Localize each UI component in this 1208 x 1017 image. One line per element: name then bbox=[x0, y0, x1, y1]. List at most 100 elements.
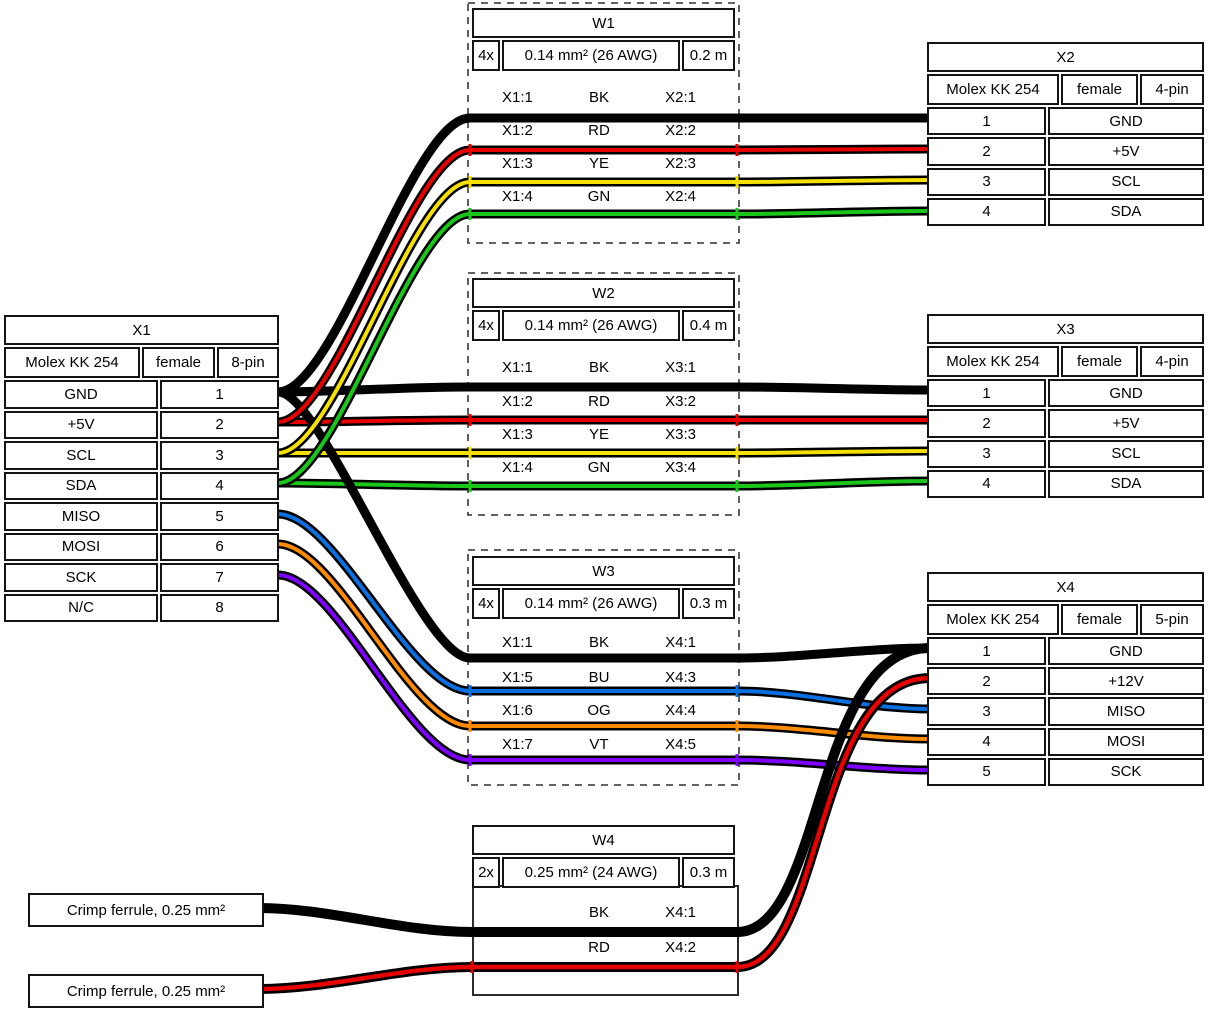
wire-from: X1:2 bbox=[502, 121, 533, 139]
wire-to: X2:1 bbox=[665, 88, 697, 106]
cable-w2-bounds bbox=[467, 272, 740, 516]
cable-length: 0.2 m bbox=[682, 40, 735, 71]
wire-color-code: RD bbox=[588, 392, 610, 410]
connector-title: X4 bbox=[927, 572, 1204, 602]
pin-number: 6 bbox=[160, 532, 279, 561]
pin-name: MOSI bbox=[1048, 727, 1204, 756]
wire-w2-ye bbox=[278, 446, 931, 458]
pin-name: MISO bbox=[1048, 697, 1204, 726]
connector-x1-table: X1 Molex KK 254 female 8-pin GND 1 +5V 2… bbox=[4, 315, 279, 622]
wire-color-code: GN bbox=[587, 187, 611, 205]
cable-length: 0.3 m bbox=[682, 588, 735, 619]
pin-name: GND bbox=[4, 380, 158, 409]
wire-to: X3:4 bbox=[665, 458, 697, 476]
pin-name: +12V bbox=[1048, 667, 1204, 696]
wire-label-row: X1:3 YE X2:3 bbox=[502, 152, 696, 174]
cable-title: W4 bbox=[472, 825, 735, 855]
pin-number: 1 bbox=[927, 107, 1046, 136]
wire-label-row: X1:2 RD X3:2 bbox=[502, 390, 696, 412]
cable-w1-table: W1 4x 0.14 mm² (26 AWG) 0.2 m bbox=[472, 8, 735, 71]
pin-name: GND bbox=[1048, 637, 1204, 666]
cable-gauge: 0.14 mm² (26 AWG) bbox=[502, 310, 680, 341]
connector-gender: female bbox=[142, 347, 215, 378]
connector-pincount: 8-pin bbox=[217, 347, 279, 378]
pin-number: 4 bbox=[927, 727, 1046, 756]
wire-w1-bk bbox=[277, 113, 930, 397]
connector-pincount: 4-pin bbox=[1140, 346, 1204, 377]
connector-type: Molex KK 254 bbox=[927, 74, 1059, 105]
wire-color-code: OG bbox=[587, 701, 611, 719]
pin-name: SDA bbox=[4, 471, 158, 500]
wire-from: X1:3 bbox=[502, 154, 533, 172]
cable-gauge: 0.14 mm² (26 AWG) bbox=[502, 588, 680, 619]
wire-label-row: X1:2 RD X2:2 bbox=[502, 119, 696, 141]
wire-to: X3:1 bbox=[665, 358, 697, 376]
pin-name: SDA bbox=[1048, 197, 1204, 226]
pin-name: SCK bbox=[4, 563, 158, 592]
wire-to: X4:3 bbox=[665, 668, 697, 686]
connector-gender: female bbox=[1061, 74, 1138, 105]
pin-name: SCL bbox=[1048, 439, 1204, 468]
pin-number: 2 bbox=[927, 409, 1046, 438]
pin-number: 3 bbox=[927, 167, 1046, 196]
wire-color-code: RD bbox=[588, 938, 610, 956]
connector-type: Molex KK 254 bbox=[927, 604, 1059, 635]
cable-entry-ticks bbox=[468, 144, 739, 973]
cable-wirecount: 2x bbox=[472, 857, 500, 888]
cable-title: W3 bbox=[472, 556, 735, 586]
wire-from: X1:1 bbox=[502, 358, 533, 376]
wire-color-code: BK bbox=[589, 88, 610, 106]
pin-name: MISO bbox=[4, 502, 158, 531]
pin-number: 2 bbox=[160, 410, 279, 439]
pin-name: MOSI bbox=[4, 532, 158, 561]
cable-gauge: 0.25 mm² (24 AWG) bbox=[502, 857, 680, 888]
wire-from: X1:6 bbox=[502, 701, 533, 719]
cable-w3-table: W3 4x 0.14 mm² (26 AWG) 0.3 m bbox=[472, 556, 735, 619]
connector-x4-table: X4 Molex KK 254 female 5-pin 1 GND 2 +12… bbox=[927, 572, 1204, 786]
connector-pincount: 5-pin bbox=[1140, 604, 1204, 635]
pin-name: GND bbox=[1048, 107, 1204, 136]
wire-to: X2:2 bbox=[665, 121, 697, 139]
connector-type: Molex KK 254 bbox=[4, 347, 140, 378]
wire-from: X1:3 bbox=[502, 425, 533, 443]
cable-gauge: 0.14 mm² (26 AWG) bbox=[502, 40, 680, 71]
wire-w2-gn bbox=[277, 476, 931, 491]
wire-w1-ye bbox=[277, 175, 931, 458]
wire-label-row: X1:3 YE X3:3 bbox=[502, 423, 696, 445]
wire-from: X1:1 bbox=[502, 88, 533, 106]
cable-title: W2 bbox=[472, 278, 735, 308]
pin-number: 7 bbox=[160, 563, 279, 592]
wire-from: X1:5 bbox=[502, 668, 533, 686]
ferrule-2-label-box: Crimp ferrule, 0.25 mm² bbox=[28, 974, 264, 1008]
wire-color-code: GN bbox=[587, 458, 611, 476]
cable-w1-bounds bbox=[467, 2, 740, 244]
pin-number: 1 bbox=[160, 380, 279, 409]
wire-label-row: X1:1 BK X4:1 bbox=[502, 631, 696, 653]
pin-number: 1 bbox=[927, 637, 1046, 666]
cable-wirecount: 4x bbox=[472, 310, 500, 341]
ferrule-label: Crimp ferrule, 0.25 mm² bbox=[66, 982, 226, 1000]
pin-number: 4 bbox=[160, 471, 279, 500]
wire-label-row: X1:4 GN X2:4 bbox=[502, 185, 696, 207]
wire-label-row: X1:1 BK X3:1 bbox=[502, 356, 696, 378]
wire-label-row: BK X4:1 bbox=[502, 901, 696, 923]
connector-title: X2 bbox=[927, 42, 1204, 72]
pin-number: 4 bbox=[927, 469, 1046, 498]
pin-name: SDA bbox=[1048, 469, 1204, 498]
wire-to: X4:2 bbox=[665, 938, 697, 956]
connector-type: Molex KK 254 bbox=[927, 346, 1059, 377]
wire-w2-rd bbox=[277, 415, 930, 427]
wire-color-code: BK bbox=[589, 903, 610, 921]
wire-label-row: X1:4 GN X3:4 bbox=[502, 456, 696, 478]
pin-name: +5V bbox=[1048, 137, 1204, 166]
ferrule-1-label-box: Crimp ferrule, 0.25 mm² bbox=[28, 893, 264, 927]
wire-label-row: RD X4:2 bbox=[502, 936, 696, 958]
pin-number: 2 bbox=[927, 137, 1046, 166]
pin-number: 5 bbox=[927, 757, 1046, 786]
connector-title: X3 bbox=[927, 314, 1204, 344]
pin-number: 8 bbox=[160, 593, 279, 622]
wire-color-code: BU bbox=[588, 668, 610, 686]
wire-color-code: BK bbox=[589, 358, 610, 376]
connector-pincount: 4-pin bbox=[1140, 74, 1204, 105]
